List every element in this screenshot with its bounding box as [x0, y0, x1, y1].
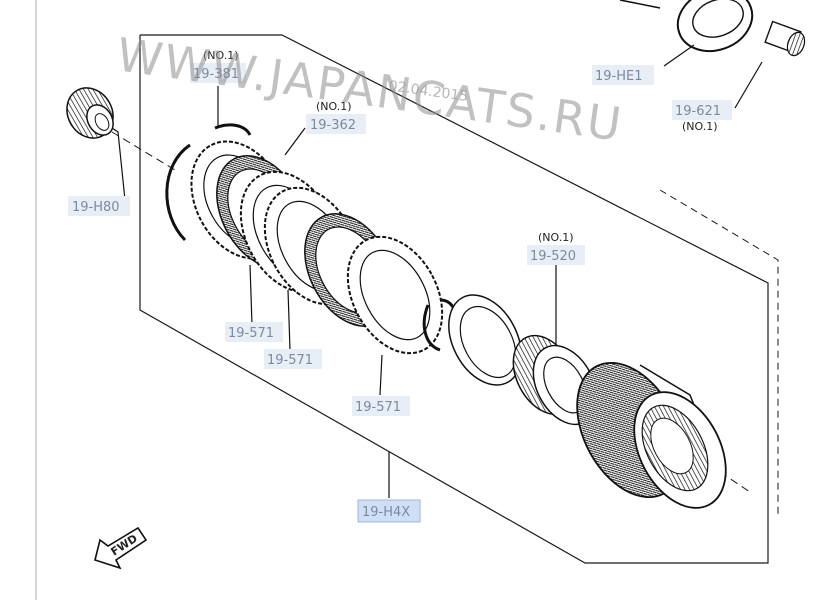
part-19-h80-bushing[interactable] [58, 79, 122, 146]
label-19-381-note: (NO.1) [203, 49, 239, 62]
label-19-h80: 19-H80 [72, 200, 120, 215]
callout-19-he1[interactable]: 19-HE1 [592, 65, 654, 85]
callout-19-571-c[interactable]: 19-571 [352, 396, 410, 416]
clutch-plate-6[interactable] [329, 221, 461, 370]
leader-lines [111, 44, 763, 498]
callout-19-h80[interactable]: 19-H80 [68, 196, 130, 216]
label-19-381: 19-381 [193, 67, 239, 82]
label-19-362-note: (NO.1) [316, 100, 352, 113]
label-19-571-c: 19-571 [355, 400, 401, 415]
assembly-box [139, 34, 769, 564]
watermark: WWW.JAPANCATS.RU [113, 27, 626, 151]
label-19-621-note: (NO.1) [682, 120, 718, 133]
fwd-arrow: FWD [94, 526, 148, 570]
callout-19-362[interactable]: 19-362 [306, 114, 366, 134]
label-19-621: 19-621 [675, 104, 721, 119]
dashed-extension [659, 189, 779, 515]
callout-19-621[interactable]: 19-621 [672, 100, 732, 120]
part-clutch-drum[interactable] [556, 345, 745, 524]
callout-19-520[interactable]: 19-520 [527, 245, 585, 265]
label-19-571-b: 19-571 [267, 353, 313, 368]
callout-19-381[interactable]: 19-381 [190, 63, 246, 83]
part-19-381-snap-ring[interactable] [165, 123, 252, 242]
part-retainer-ring[interactable] [434, 283, 536, 398]
label-19-520: 19-520 [530, 249, 576, 264]
label-19-362: 19-362 [310, 118, 356, 133]
label-19-he1: 19-HE1 [595, 69, 643, 84]
label-19-h4x: 19-H4X [362, 505, 410, 520]
part-19-he1[interactable] [619, 0, 761, 61]
label-19-571-a: 19-571 [228, 326, 274, 341]
callout-19-571-a[interactable]: 19-571 [225, 322, 283, 342]
callout-19-h4x[interactable]: 19-H4X [357, 499, 421, 523]
part-19-520-bearing[interactable] [501, 325, 610, 435]
part-19-621-bushing[interactable] [764, 20, 807, 58]
callout-19-571-b[interactable]: 19-571 [264, 349, 322, 369]
label-19-520-note: (NO.1) [538, 231, 574, 244]
